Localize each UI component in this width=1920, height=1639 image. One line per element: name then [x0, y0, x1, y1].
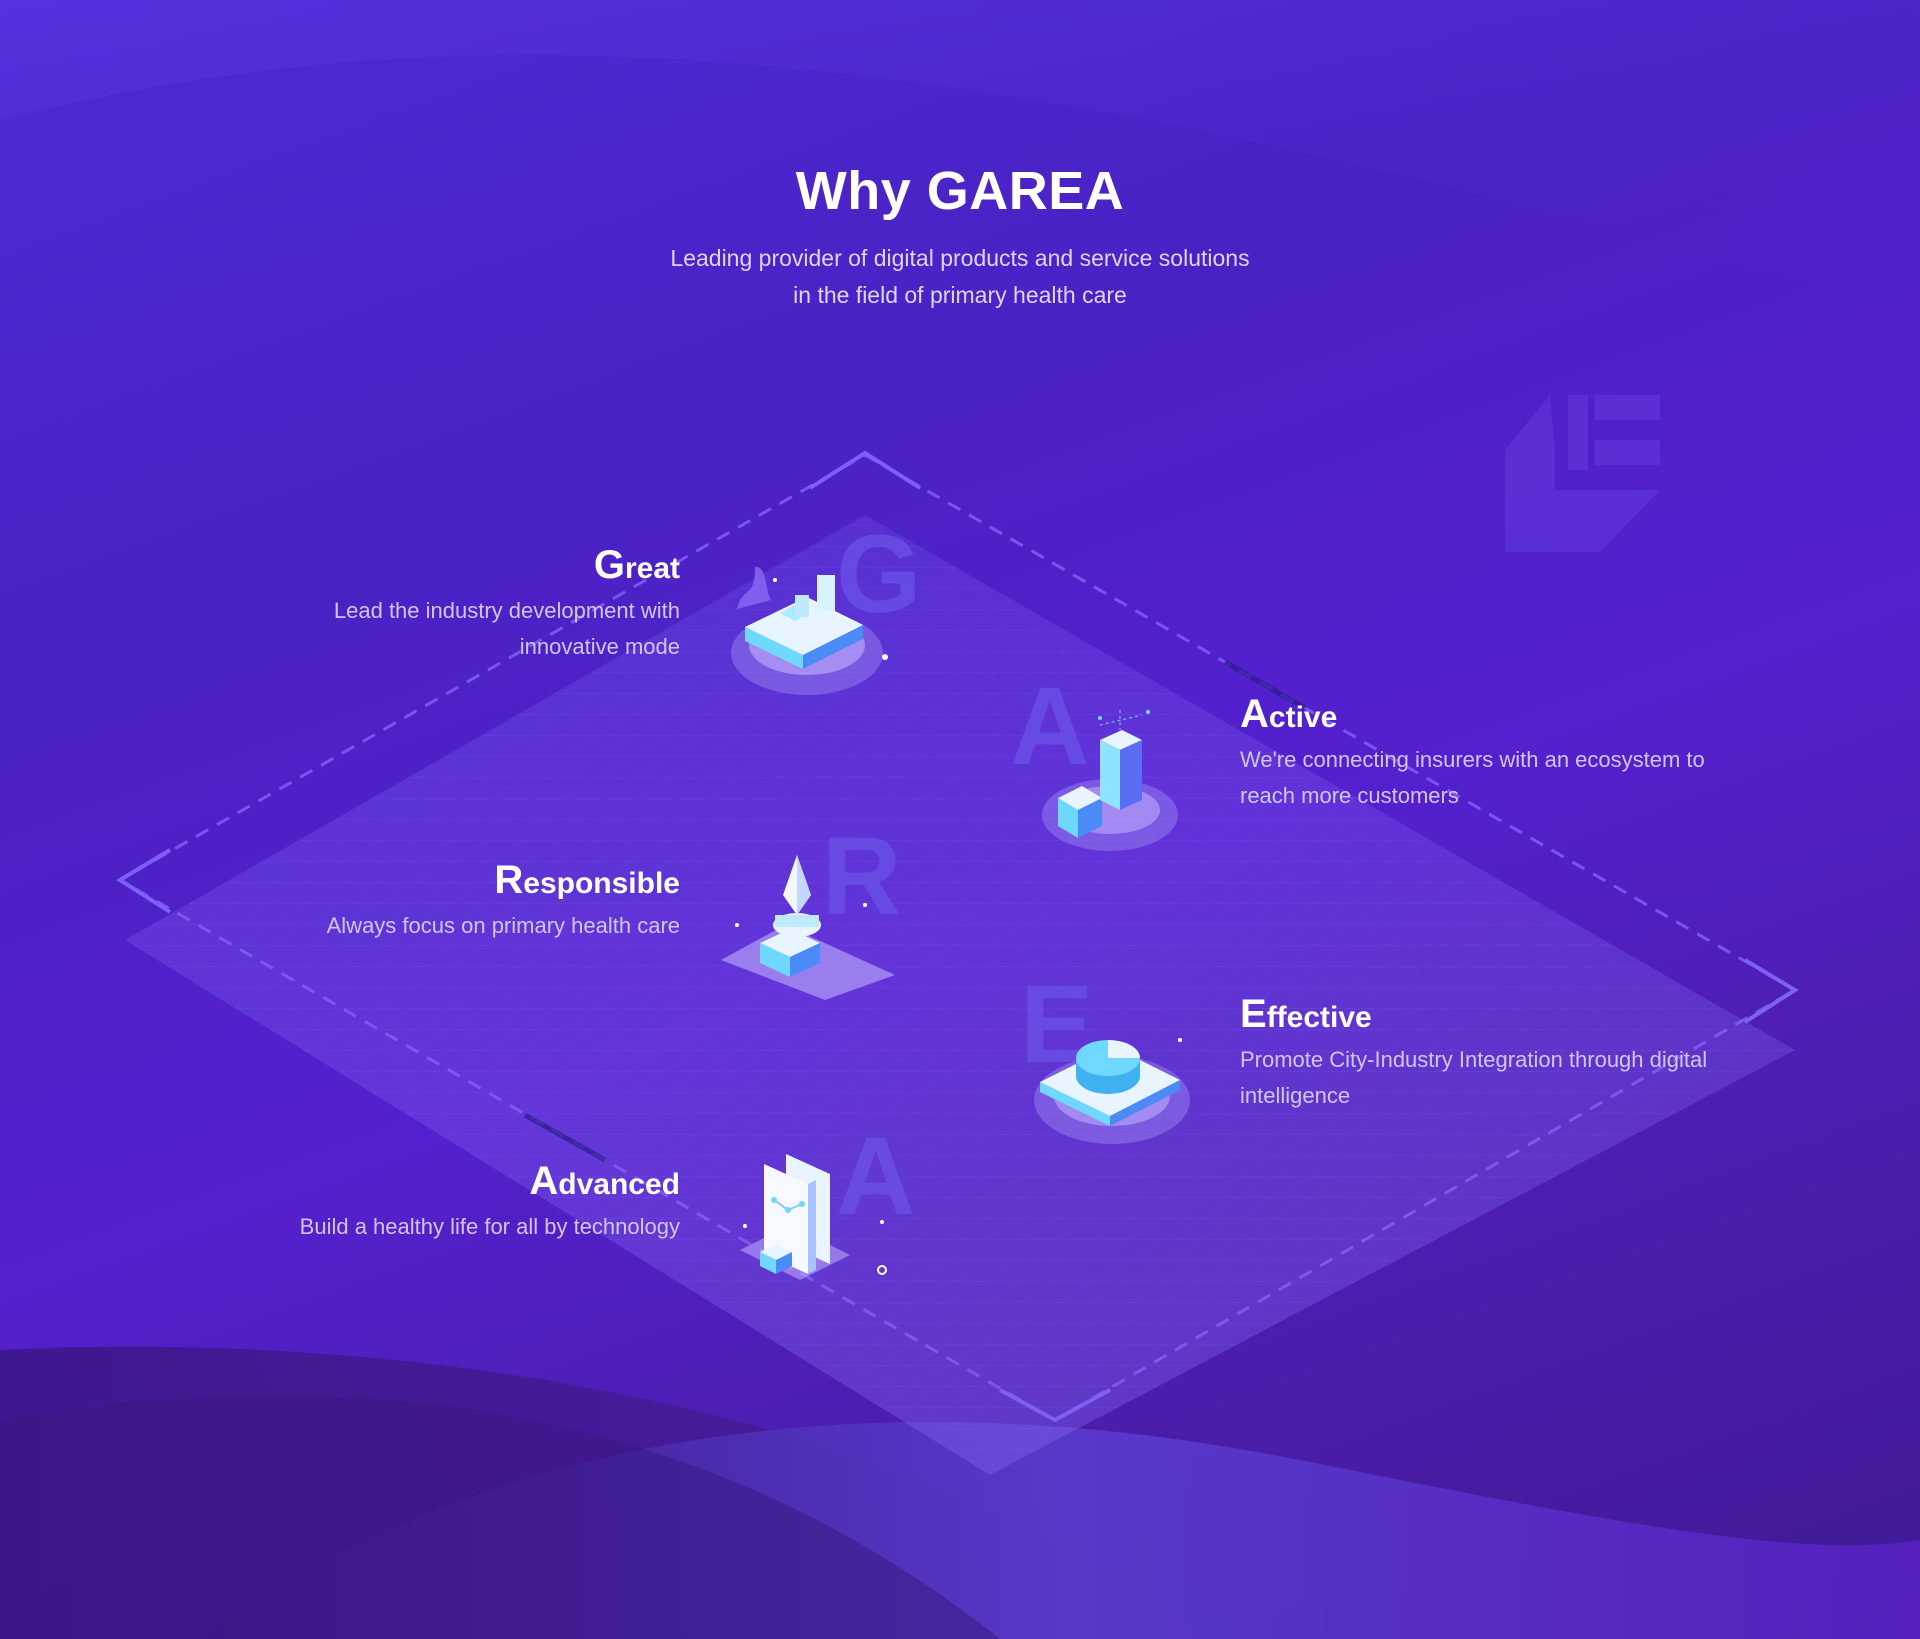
feature-great-title: Great: [593, 543, 680, 587]
pie-chart-platform-icon: [1034, 1038, 1190, 1144]
subtitle-line-2: in the field of primary health care: [793, 282, 1127, 308]
feature-advanced-title: Advanced: [529, 1159, 680, 1203]
subtitle-line-1: Leading provider of digital products and…: [670, 245, 1250, 271]
logo-watermark: [1505, 395, 1660, 552]
building-platform-icon: [731, 566, 888, 695]
letter-a2-decoration: A: [836, 1115, 916, 1238]
feature-advanced: Advanced Build a healthy life for all by…: [200, 1161, 680, 1245]
feature-active: Active We're connecting insurers with an…: [1240, 694, 1800, 814]
feature-responsible-description: Always focus on primary health care: [326, 913, 680, 938]
feature-great-description: Lead the industry development with innov…: [333, 598, 680, 659]
letter-g-decoration: G: [836, 513, 922, 636]
feature-responsible: Responsible Always focus on primary heal…: [260, 860, 680, 944]
section-header: Why GAREA Leading provider of digital pr…: [0, 160, 1920, 314]
letter-a-decoration: A: [1010, 665, 1090, 788]
letter-r-decoration: R: [822, 815, 902, 938]
feature-effective: Effective Promote City-Industry Integrat…: [1240, 994, 1800, 1114]
data-panels-icon: [740, 1154, 887, 1280]
feature-active-title: Active: [1240, 692, 1338, 736]
feature-responsible-title: Responsible: [494, 858, 680, 902]
page-subtitle: Leading provider of digital products and…: [0, 240, 1920, 314]
connected-blocks-icon: [1042, 710, 1178, 851]
feature-great: Great Lead the industry development with…: [260, 545, 680, 665]
feature-effective-description: Promote City-Industry Integration throug…: [1240, 1047, 1708, 1108]
crystal-pedestal-icon: [721, 855, 895, 1000]
feature-effective-title: Effective: [1240, 992, 1372, 1036]
feature-active-description: We're connecting insurers with an ecosys…: [1240, 747, 1705, 808]
page-title: Why GAREA: [795, 161, 1125, 221]
feature-advanced-description: Build a healthy life for all by technolo…: [299, 1214, 680, 1239]
